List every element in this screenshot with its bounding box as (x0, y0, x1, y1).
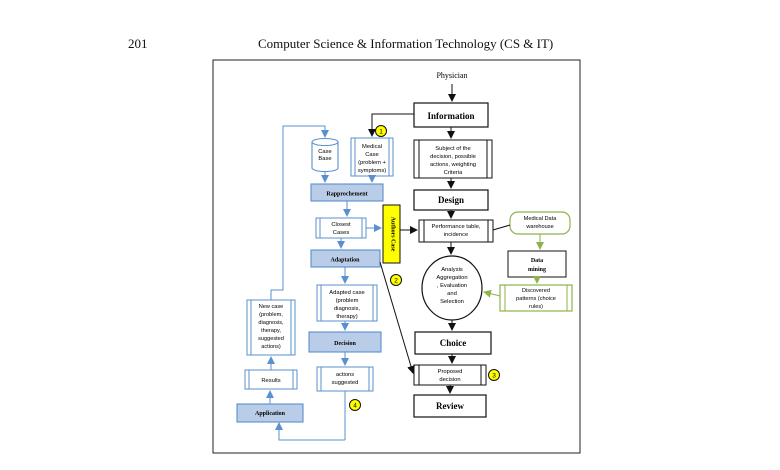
svg-text:and: and (447, 291, 457, 297)
svg-text:rules): rules) (529, 304, 543, 310)
svg-text:Analysis: Analysis (441, 267, 463, 273)
svg-text:Rapprochement: Rapprochement (326, 192, 367, 198)
svg-text:symptoms): symptoms) (358, 168, 386, 174)
svg-text:warehouse: warehouse (525, 224, 553, 230)
svg-text:actions, weighting: actions, weighting (430, 162, 476, 168)
svg-text:4: 4 (353, 403, 357, 410)
svg-text:Criteria: Criteria (444, 170, 463, 176)
svg-text:diagnosis,: diagnosis, (258, 320, 284, 326)
actions-suggested-box: actions suggested (316, 366, 374, 392)
svg-text:Information: Information (428, 111, 475, 121)
svg-text:Proposed: Proposed (438, 369, 463, 375)
proposed-decision-box: Proposed decision (413, 364, 487, 386)
review-box: Review (413, 394, 487, 418)
svg-text:Aggregation: Aggregation (436, 275, 467, 281)
marker-4: 4 (349, 399, 361, 411)
case-base-cylinder: Case Base (311, 137, 339, 173)
svg-text:1: 1 (379, 129, 383, 136)
physician-label: Physician (436, 71, 467, 80)
marker-3: 3 (488, 369, 500, 381)
svg-text:Discovered: Discovered (522, 288, 550, 294)
svg-text:suggested: suggested (332, 380, 359, 386)
svg-text:Medical: Medical (362, 144, 382, 150)
svg-text:Choice: Choice (440, 338, 467, 348)
svg-text:(problem: (problem (336, 298, 359, 304)
svg-text:, Evaluation: , Evaluation (437, 283, 467, 289)
svg-text:suggested: suggested (258, 336, 284, 342)
figure-frame (212, 59, 581, 454)
svg-text:actions): actions) (261, 344, 281, 350)
results-box: Results (244, 369, 298, 390)
page-number: 201 (128, 36, 148, 51)
subject-box: Subject of the decision, possible action… (413, 139, 493, 179)
closest-cases-box: Closest Cases (315, 217, 367, 239)
new-case-box: New case (problem, diagnosis, therapy, s… (246, 299, 296, 356)
svg-text:decision, possible: decision, possible (430, 154, 476, 160)
svg-text:New case: New case (259, 304, 284, 310)
svg-text:Authors Case: Authors Case (390, 217, 396, 252)
svg-text:Performance table,: Performance table, (432, 224, 481, 230)
svg-text:(problem +: (problem + (358, 160, 386, 166)
svg-text:Case: Case (365, 152, 379, 158)
svg-text:therapy): therapy) (336, 314, 357, 320)
medical-data-warehouse: Medical Data warehouse (509, 211, 571, 235)
performance-table-box: Performance table, incidence (418, 219, 494, 243)
analysis-circle: Analysis Aggregation , Evaluation and Se… (421, 255, 483, 321)
svg-text:mining: mining (528, 267, 546, 273)
svg-text:decision: decision (439, 377, 460, 383)
svg-text:diagnosis,: diagnosis, (334, 306, 360, 312)
svg-text:Results: Results (261, 378, 280, 384)
svg-text:Review: Review (436, 401, 464, 411)
authors-case-box: Authors Case (382, 204, 401, 264)
svg-text:therapy,: therapy, (261, 328, 281, 334)
data-mining-box: Data mining (507, 250, 567, 278)
svg-text:actions: actions (336, 372, 354, 378)
svg-text:Subject of the: Subject of the (435, 146, 470, 152)
svg-text:incidence: incidence (444, 232, 469, 238)
marker-2: 2 (390, 274, 402, 286)
rapprochement-box: Rapprochement (310, 183, 384, 202)
svg-text:patterns (choice: patterns (choice (516, 296, 556, 302)
application-box: Application (236, 403, 304, 423)
svg-text:Cases: Cases (333, 230, 350, 236)
svg-text:Closest: Closest (331, 222, 351, 228)
decision-box: Decision (308, 331, 382, 353)
adaptation-box: Adaptation (310, 249, 381, 268)
running-title: Computer Science & Information Technolog… (258, 36, 554, 51)
svg-text:Adapted case: Adapted case (329, 290, 364, 296)
discovered-patterns-box: Discovered patterns (choice rules) (499, 284, 573, 312)
medical-case-box: Medical Case (problem + symptoms) (350, 137, 394, 177)
svg-text:3: 3 (492, 373, 496, 380)
svg-text:Application: Application (255, 411, 286, 417)
svg-text:Data: Data (531, 258, 543, 264)
adapted-case-box: Adapted case (problem diagnosis, therapy… (316, 284, 378, 322)
svg-text:(problem,: (problem, (259, 312, 283, 318)
design-box: Design (413, 189, 489, 211)
svg-text:Design: Design (438, 195, 464, 205)
svg-text:Base: Base (318, 156, 331, 162)
information-box: Information (413, 102, 489, 128)
marker-1: 1 (375, 125, 387, 137)
svg-text:Decision: Decision (334, 341, 356, 347)
svg-text:2: 2 (394, 278, 398, 285)
svg-text:Case: Case (318, 149, 332, 155)
choice-box: Choice (414, 331, 492, 355)
svg-text:Medical Data: Medical Data (524, 216, 558, 222)
svg-text:Selection: Selection (440, 299, 464, 305)
svg-text:Adaptation: Adaptation (330, 258, 360, 264)
